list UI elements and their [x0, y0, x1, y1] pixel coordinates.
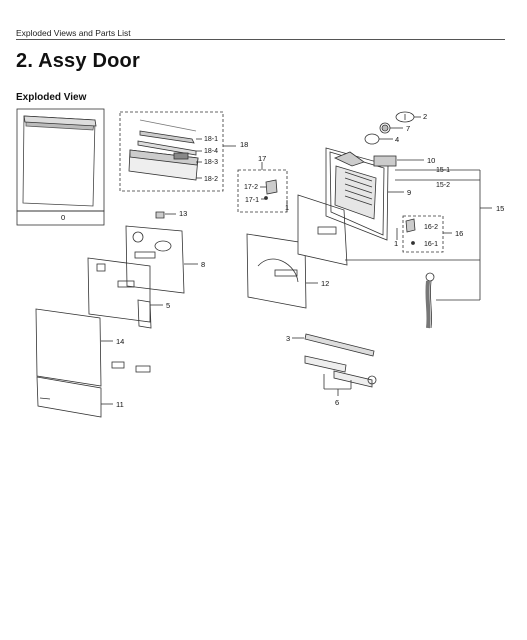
part-5-inner-panel — [87, 257, 163, 329]
label-part-13: 13 — [179, 209, 187, 218]
part-0-door-assembly — [16, 108, 105, 226]
page-title: 2. Assy Door — [16, 50, 140, 72]
label-part-15: 15 — [496, 204, 504, 213]
label-part-15-2: 15-2 — [436, 182, 450, 189]
label-part-9: 9 — [407, 188, 411, 197]
label-part-12: 12 — [321, 279, 329, 288]
part-6-hinge-assembly — [304, 355, 377, 396]
label-part-18-2: 18-2 — [204, 176, 218, 183]
part-11-lower-panel — [36, 376, 113, 418]
label-part-17: 17 — [258, 154, 266, 163]
label-part-3: 3 — [286, 334, 290, 343]
label-part-18-4: 18-4 — [204, 148, 218, 155]
label-part-17-1: 17-1 — [245, 197, 259, 204]
label-part-14: 14 — [116, 337, 124, 346]
label-part-4: 4 — [395, 135, 399, 144]
part-18-control-panel-group — [119, 111, 236, 192]
part-4-seal — [364, 133, 393, 145]
part-15-inner-door-panel — [297, 194, 348, 266]
part-3-rail — [292, 333, 375, 357]
part-16-latch-group — [396, 215, 452, 253]
part-14-outer-panel — [35, 308, 151, 387]
label-part-10: 10 — [427, 156, 435, 165]
part-15-callout-lines — [345, 169, 492, 301]
label-part-6: 6 — [335, 398, 339, 407]
label-part-16-2: 16-2 — [424, 224, 438, 231]
label-part-18: 18 — [240, 140, 248, 149]
part-15-hose — [425, 272, 435, 329]
label-part-1-right: 1 — [394, 239, 398, 248]
label-part-0: 0 — [61, 213, 65, 222]
label-part-7: 7 — [406, 124, 410, 133]
part-12-door-panel — [246, 233, 318, 309]
section-title: Exploded View — [16, 92, 87, 103]
part-9-door-frame — [325, 147, 404, 241]
label-part-18-1: 18-1 — [204, 136, 218, 143]
part-7-ring — [379, 122, 403, 134]
label-part-15-1: 15-1 — [436, 167, 450, 174]
label-part-16-1: 16-1 — [424, 241, 438, 248]
label-part-18-3: 18-3 — [204, 159, 218, 166]
label-part-16: 16 — [455, 229, 463, 238]
part-8-insulation-panel — [125, 225, 198, 294]
label-part-5: 5 — [166, 301, 170, 310]
page-header: Exploded Views and Parts List — [16, 28, 131, 38]
label-part-2: 2 — [423, 112, 427, 121]
header-divider — [16, 39, 505, 40]
label-part-1-left: 1 — [285, 203, 289, 212]
label-part-8: 8 — [201, 260, 205, 269]
part-2-cap — [395, 111, 421, 123]
part-13-clip — [155, 211, 176, 219]
label-part-11: 11 — [116, 400, 124, 409]
part-17-hinge-group — [237, 162, 288, 213]
label-part-17-2: 17-2 — [244, 184, 258, 191]
